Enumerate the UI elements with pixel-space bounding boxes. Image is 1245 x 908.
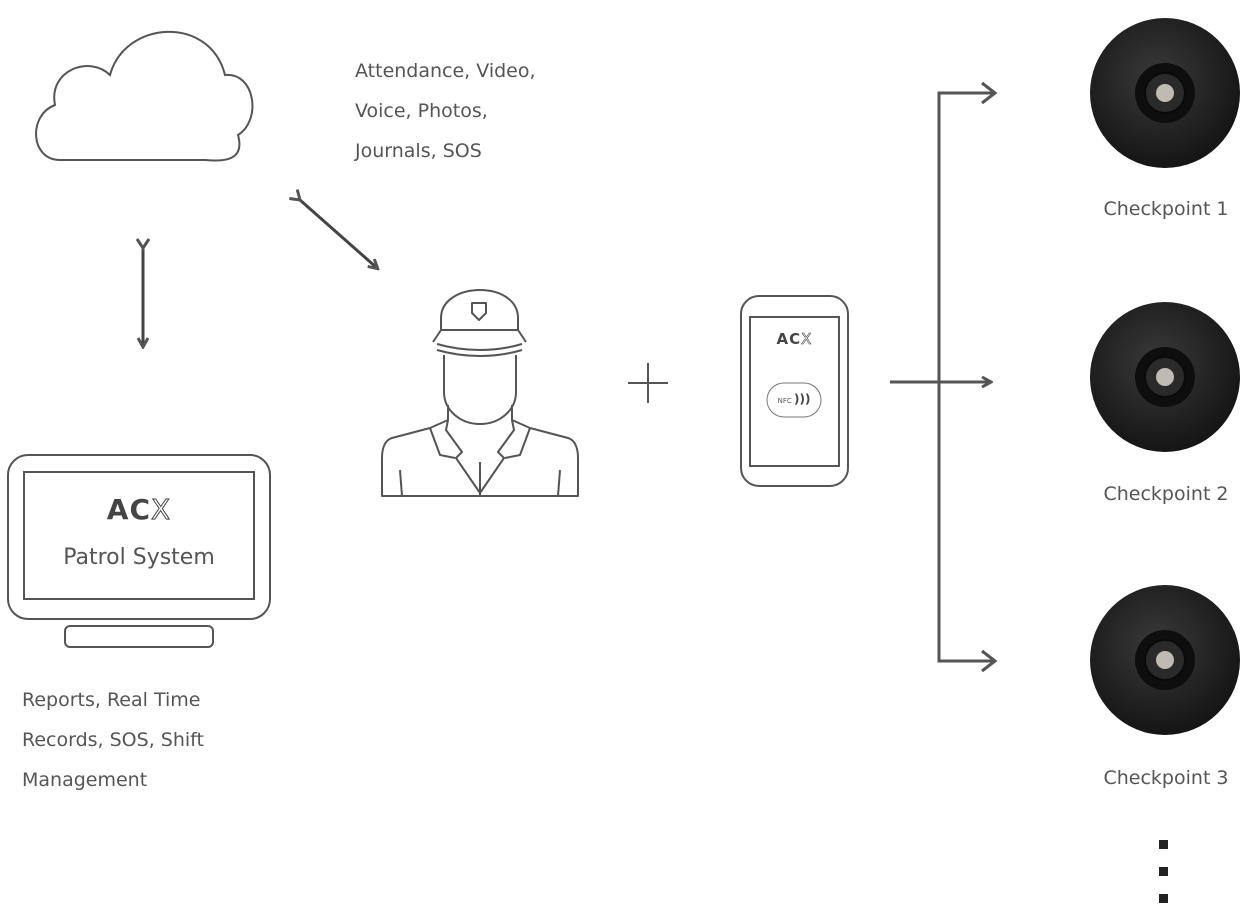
more-checkpoints-dot <box>1159 894 1168 903</box>
phone-brand-prefix: AC <box>776 330 802 348</box>
cloud-data-text: Attendance, Video, Voice, Photos, Journa… <box>355 51 536 171</box>
checkpoint-branch-arrows <box>890 81 998 673</box>
monitor-feature-line: Records, SOS, Shift <box>22 729 204 751</box>
monitor-brand-logo: ACX <box>24 493 254 527</box>
monitor-product-name: Patrol System <box>63 545 215 570</box>
monitor-feature-line: Management <box>22 769 148 791</box>
cloud-data-line: Attendance, Video, <box>355 60 536 82</box>
checkpoint-2-label: Checkpoint 2 <box>1103 483 1229 505</box>
cloud-guard-arrow <box>300 200 377 268</box>
more-checkpoints-dot <box>1159 867 1168 876</box>
cloud-data-line: Voice, Photos, <box>355 100 488 122</box>
monitor-features-text: Reports, Real Time Records, SOS, Shift M… <box>22 680 204 800</box>
security-guard-icon <box>381 289 579 497</box>
monitor-brand-prefix: AC <box>106 493 152 526</box>
plus-sign <box>628 363 668 403</box>
cloud-icon <box>35 30 254 162</box>
monitor-feature-line: Reports, Real Time <box>22 689 201 711</box>
checkpoint-3-icon <box>1090 585 1240 735</box>
nfc-badge: NFC ))) <box>770 392 818 406</box>
cloud-data-line: Journals, SOS <box>355 140 482 162</box>
monitor-brand-suffix: X <box>151 493 172 527</box>
phone-brand-logo: ACX <box>750 330 839 349</box>
checkpoint-1-icon <box>1090 18 1240 168</box>
monitor-icon <box>7 454 271 648</box>
nfc-waves-icon: ))) <box>793 392 811 406</box>
phone-brand-suffix: X <box>801 330 813 349</box>
checkpoint-2-icon <box>1090 302 1240 452</box>
phone-icon <box>740 295 849 487</box>
nfc-label: NFC <box>777 397 792 405</box>
checkpoint-3-label: Checkpoint 3 <box>1103 767 1229 789</box>
checkpoint-1-label: Checkpoint 1 <box>1103 198 1229 220</box>
more-checkpoints-dot <box>1159 840 1168 849</box>
